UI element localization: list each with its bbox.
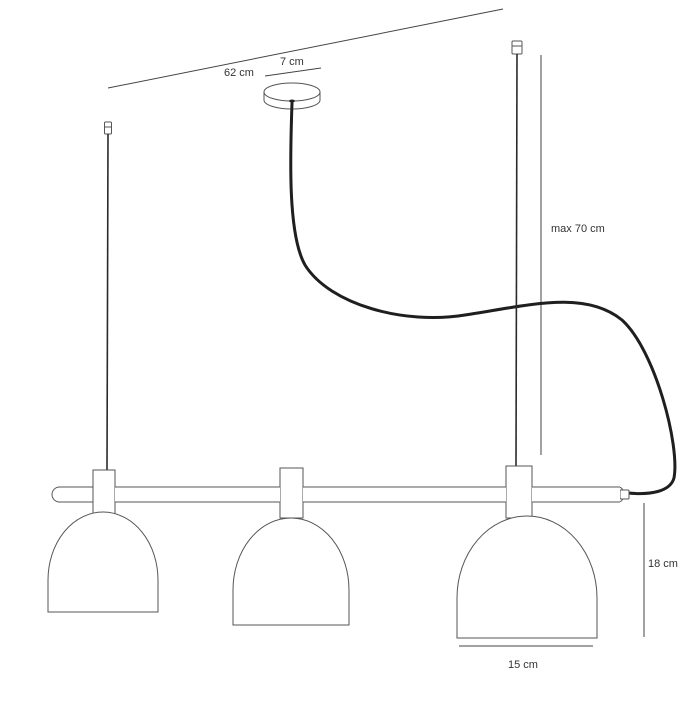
max-suspension-label: max 70 cm bbox=[551, 223, 605, 235]
canopy-diameter-label: 7 cm bbox=[280, 56, 304, 68]
right-shade bbox=[456, 465, 598, 639]
power-cord bbox=[289, 101, 677, 496]
bar-front-segments bbox=[115, 486, 620, 503]
left-suspension bbox=[104, 121, 112, 471]
canopy-dimension-line bbox=[264, 67, 322, 77]
shade-height-label: 18 cm bbox=[648, 558, 678, 570]
total-length-dimension-line bbox=[107, 8, 504, 89]
right-suspension bbox=[511, 40, 523, 467]
total-length-label: 62 cm bbox=[224, 67, 254, 79]
left-shade bbox=[47, 469, 159, 613]
shade-diameter-label: 15 cm bbox=[508, 659, 538, 671]
